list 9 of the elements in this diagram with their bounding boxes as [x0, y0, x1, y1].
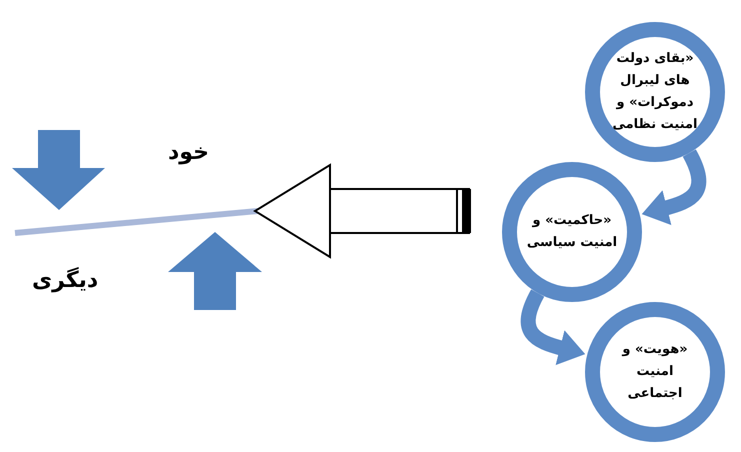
label-text: خود	[168, 140, 209, 165]
curved-arrow	[520, 290, 586, 366]
divider-line	[14, 208, 258, 236]
block-arrow	[254, 164, 471, 258]
label-text: دیگری	[32, 268, 98, 293]
curved-arrow	[642, 150, 706, 226]
node-text: «بقای دولت های لیبرال دموکرات» و امنیت نظامی	[611, 50, 699, 134]
node-text: «هویت» و امنیت اجتماعی	[620, 341, 689, 403]
node-text: «حاکمیت» و امنیت سیاسی	[526, 212, 618, 252]
